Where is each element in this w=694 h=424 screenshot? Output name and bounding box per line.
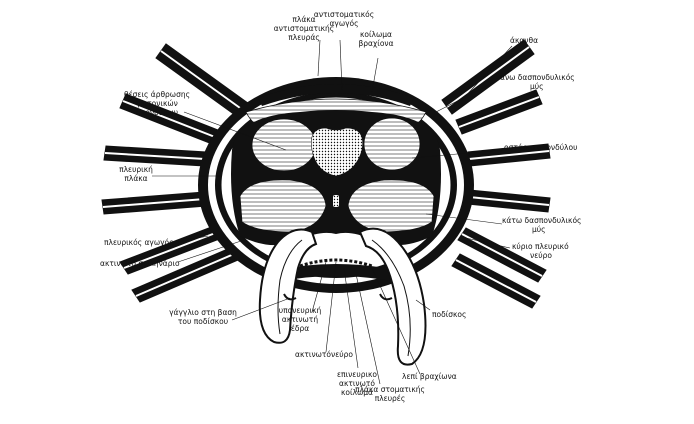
label-podium: ποδίσκος <box>432 310 467 319</box>
label-upper-intervertebral-muscle: ανω δασπονδυλικός μύς <box>500 73 575 91</box>
spine-right-4 <box>467 189 551 213</box>
lower-right-muscle-lobe <box>347 179 435 233</box>
left-podium-inner <box>277 239 303 335</box>
oral-plate <box>276 264 396 282</box>
label-oral-plate: πλάκα στοματικής πλευρές <box>355 385 425 403</box>
spine-lower-right-6 <box>451 253 541 309</box>
spine-left-3 <box>103 145 207 167</box>
left-podium <box>258 228 318 344</box>
label-arm-scale: λεπί βραχίωνα <box>402 372 457 381</box>
label-brachial-coelom: κοίλωμα βραχίονα <box>358 30 394 48</box>
spine-upper-right-2 <box>455 89 543 135</box>
label-lateral-plate: πλευρική πλάκα <box>119 165 153 183</box>
label-aboral-plate: πλάκα αντιστοματικής πλευράς <box>273 15 335 42</box>
label-main-lateral-nerve: κύριο πλευρικό νεύρο <box>512 242 569 260</box>
label-articulation-sites: θέσεις άρθρωσης γειτονικών σπονδύλων <box>123 90 191 117</box>
spine-upper-right-1 <box>441 39 535 115</box>
podium-ganglion-right <box>379 293 393 301</box>
podium-ganglion-left <box>283 293 297 301</box>
label-spine: άκανθα <box>510 36 539 45</box>
label-aboral-canal: αντιστοματικός αγωγός <box>313 10 375 28</box>
label-vertebral-ossicle: οστάριο σπονδύλου <box>504 143 578 152</box>
leader-lines <box>152 39 513 385</box>
label-radial-nerve: ακτινωτόνεύρο <box>295 350 353 359</box>
right-podium-inner <box>371 239 411 357</box>
spine-lower-right-5 <box>457 227 547 283</box>
aboral-plate <box>258 84 414 106</box>
right-podium <box>358 227 427 366</box>
lower-left-muscle-lobe <box>239 179 327 233</box>
label-epineural-radial-coelom: επινευρικο ακτινωτό κοίλωμα <box>337 370 377 397</box>
spine-left-4 <box>101 191 207 215</box>
ambulacral-groove <box>299 258 373 268</box>
label-podial-ganglion: γάγγλιο στη βαση του ποδίσκου <box>169 308 237 326</box>
upper-right-articulation-lobe <box>363 117 421 171</box>
label-hyponeural-radial-sinus: υπονευρική ακτινωτή έδρα <box>278 306 322 333</box>
label-radial-canal: ακτινωτό σωληνάριο <box>100 259 180 268</box>
upper-left-articulation-lobe <box>251 118 317 172</box>
label-lower-intervertebral-muscle: κάτω δασπονδυλικός μύς <box>502 216 582 234</box>
central-nerve-mark <box>333 195 339 207</box>
label-lateral-canal: πλευρικός αγωγός <box>104 238 174 247</box>
central-canal-dotted <box>311 127 363 177</box>
